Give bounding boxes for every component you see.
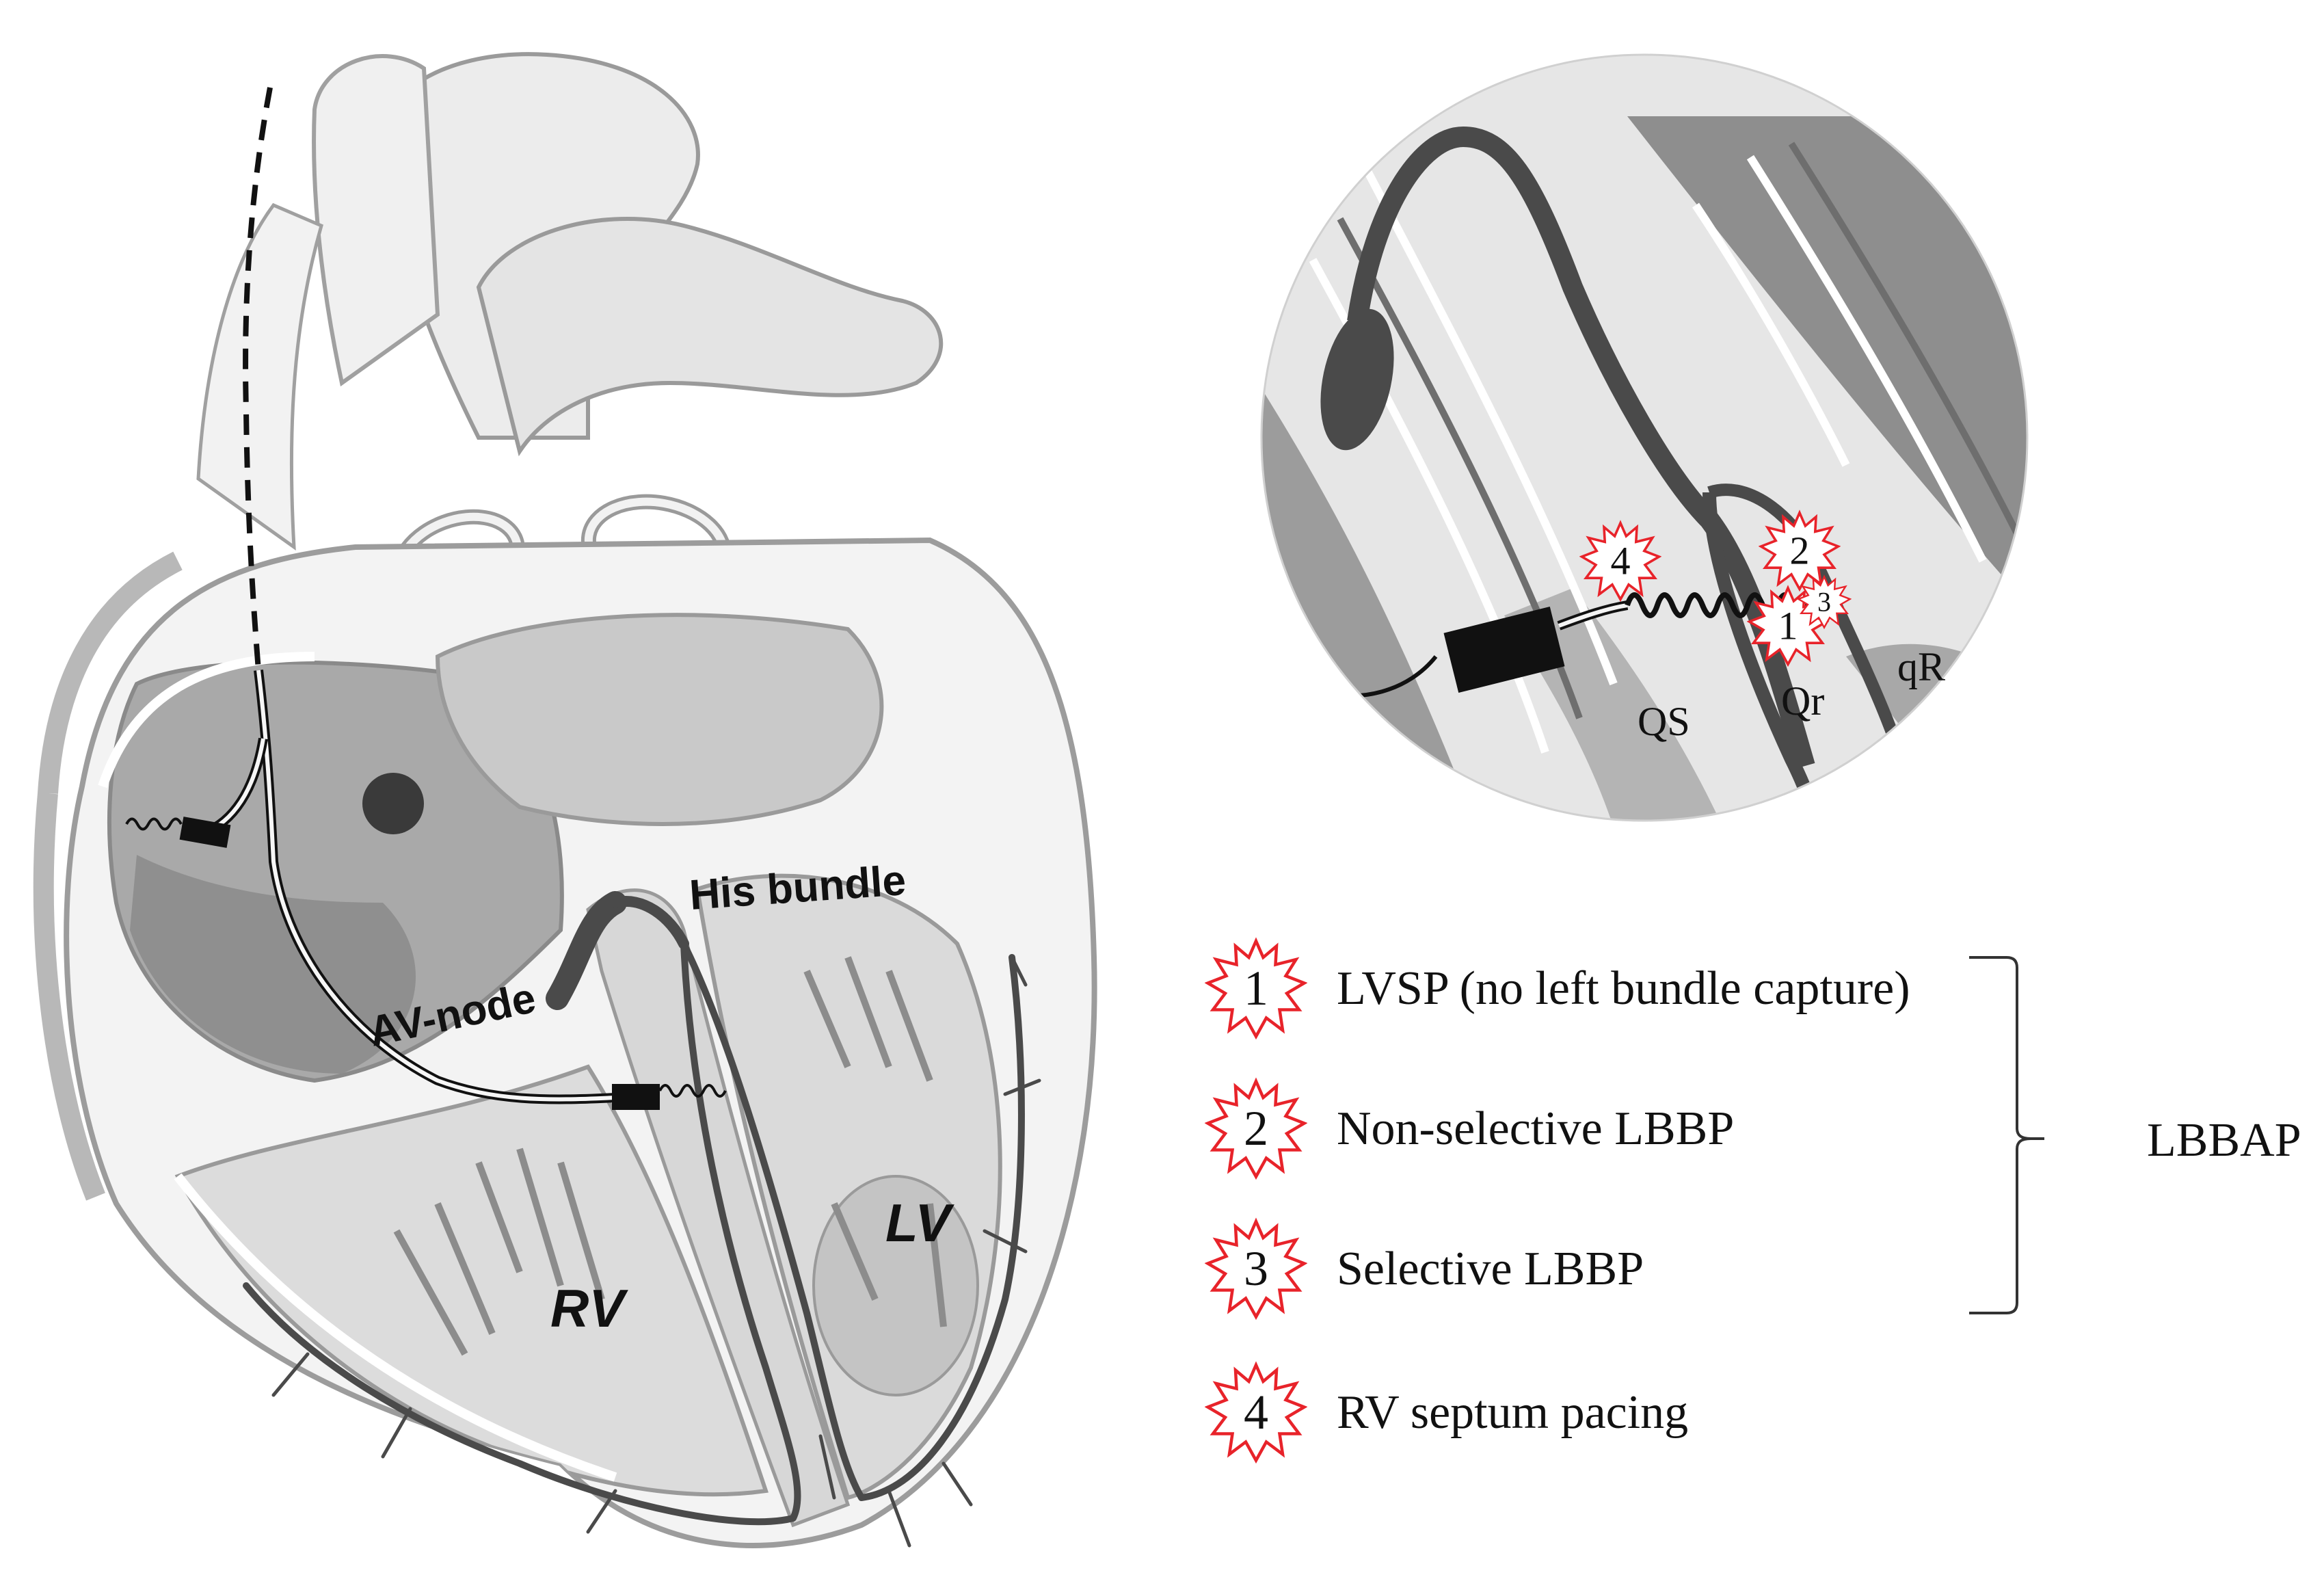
tissue-band bbox=[1627, 116, 2027, 615]
lv-trabeculae bbox=[803, 956, 947, 1327]
inset-marker-4: 4 bbox=[1580, 521, 1661, 601]
right-bundle-branch bbox=[243, 940, 801, 1526]
qs-label: QS bbox=[1638, 699, 1690, 744]
legend-text-4: RV septum pacing bbox=[1337, 1386, 1688, 1439]
magnified-inset: 4 2 1 3 QS Qr qR bbox=[1260, 53, 2029, 822]
svg-text:1: 1 bbox=[1778, 604, 1798, 648]
lv-papillary bbox=[812, 1175, 979, 1396]
qr-label: Qr bbox=[1781, 678, 1824, 724]
septal-lead-electrode bbox=[612, 1084, 660, 1110]
legend-item-4: 4 RV septum pacing bbox=[1208, 1365, 1688, 1461]
pericardium-rim bbox=[33, 551, 183, 1201]
inset-lead-electrode bbox=[1443, 606, 1565, 693]
pacing-lead-dashed bbox=[243, 87, 273, 671]
right-atrium-shade bbox=[130, 855, 416, 1074]
purkinje-fibers bbox=[271, 955, 1041, 1548]
legend-text-1: LVSP (no left bundle capture) bbox=[1337, 962, 1910, 1015]
svg-text:2: 2 bbox=[1790, 529, 1810, 573]
inset-marker-3: 3 bbox=[1798, 576, 1851, 628]
rv-trabeculae bbox=[393, 1148, 605, 1356]
legend-brace bbox=[1969, 956, 2044, 1314]
svg-text:3: 3 bbox=[1817, 587, 1831, 618]
atrial-lead-electrode bbox=[179, 817, 231, 848]
legend: 1 LVSP (no left bundle capture) 2 Non-se… bbox=[1208, 941, 2301, 1461]
conduction-system bbox=[243, 891, 1041, 1548]
svg-text:2: 2 bbox=[1244, 1101, 1268, 1156]
av-node-bundle bbox=[546, 891, 627, 1010]
lv-label: LV bbox=[885, 1193, 954, 1253]
heart-illustration: His bundle AV-node LV RV bbox=[33, 52, 1097, 1548]
legend-text-2: Non-selective LBBP bbox=[1337, 1102, 1734, 1155]
svg-text:3: 3 bbox=[1244, 1241, 1268, 1296]
rv-label: RV bbox=[550, 1278, 628, 1338]
svg-text:1: 1 bbox=[1244, 961, 1268, 1016]
inset-marker-2: 2 bbox=[1759, 511, 1840, 591]
tissue-stripe bbox=[1309, 155, 1987, 754]
legend-item-1: 1 LVSP (no left bundle capture) bbox=[1208, 941, 1910, 1037]
svg-text:4: 4 bbox=[1611, 539, 1631, 583]
legend-item-3: 3 Selective LBBP bbox=[1208, 1221, 1644, 1317]
inset-conduction-fiber bbox=[1347, 126, 1815, 769]
svg-text:4: 4 bbox=[1244, 1385, 1268, 1440]
coronary-sinus-ostium bbox=[362, 773, 424, 834]
his-bundle-path bbox=[610, 896, 689, 949]
left-atrium bbox=[435, 613, 884, 826]
legend-text-3: Selective LBBP bbox=[1337, 1243, 1644, 1295]
lbbap-label: LBBAP bbox=[2147, 1114, 2301, 1167]
septal-lead-helix bbox=[658, 1084, 727, 1098]
legend-item-2: 2 Non-selective LBBP bbox=[1208, 1081, 1734, 1177]
left-bundle-branch bbox=[680, 940, 1025, 1501]
qr-lower-label: qR bbox=[1897, 644, 1945, 689]
pulmonary-trunk bbox=[312, 54, 440, 387]
superior-vena-cava bbox=[196, 202, 324, 551]
inset-bundle-node bbox=[1320, 308, 1394, 451]
inner-wall bbox=[98, 652, 617, 1482]
inset-marker-1: 1 bbox=[1748, 586, 1828, 666]
aortic-arch bbox=[476, 217, 944, 457]
atrial-lead-helix bbox=[125, 817, 183, 831]
